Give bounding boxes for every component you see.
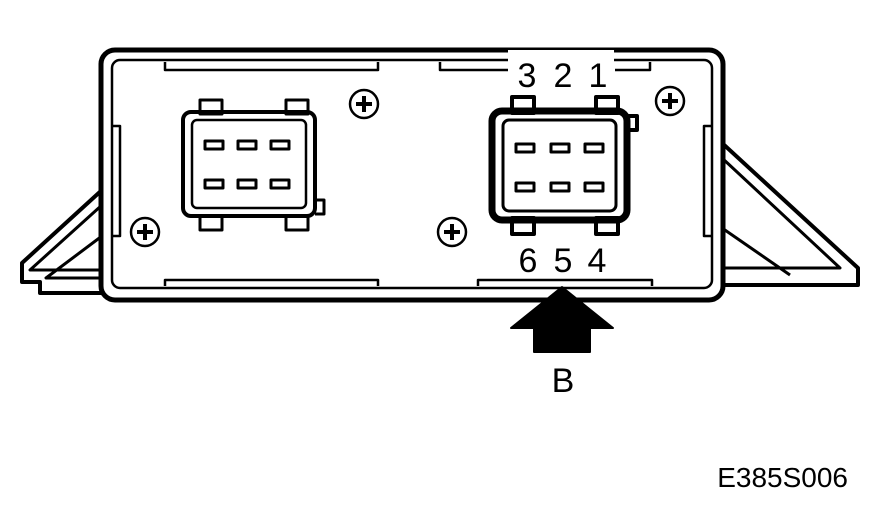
connector-pin-slots xyxy=(514,142,605,193)
right-connector-view-b xyxy=(488,95,639,236)
screw-head xyxy=(436,216,468,248)
screw-head xyxy=(129,216,161,248)
left-mounting-bracket xyxy=(20,188,104,295)
pin-label-backdrop xyxy=(508,50,614,94)
view-label-b: B xyxy=(552,362,575,400)
pin-label-4: 4 xyxy=(588,242,607,280)
pin-label-6: 6 xyxy=(519,242,538,280)
right-mounting-bracket xyxy=(720,141,860,287)
housing-ribs xyxy=(112,62,712,286)
view-direction-arrow xyxy=(510,286,614,353)
housing-inner-outline xyxy=(110,58,714,290)
connector-pin-slots xyxy=(203,139,291,190)
pin-label-5: 5 xyxy=(554,242,573,280)
left-connector xyxy=(181,98,326,232)
screw-head xyxy=(654,85,686,117)
pin-label-2: 2 xyxy=(554,57,573,95)
pin-label-3: 3 xyxy=(518,57,537,95)
module-housing xyxy=(98,47,726,303)
screw-head xyxy=(348,88,380,120)
reference-code: E385S006 xyxy=(717,462,848,493)
pin-label-1: 1 xyxy=(589,57,608,95)
pin-label-backdrop xyxy=(510,240,614,276)
